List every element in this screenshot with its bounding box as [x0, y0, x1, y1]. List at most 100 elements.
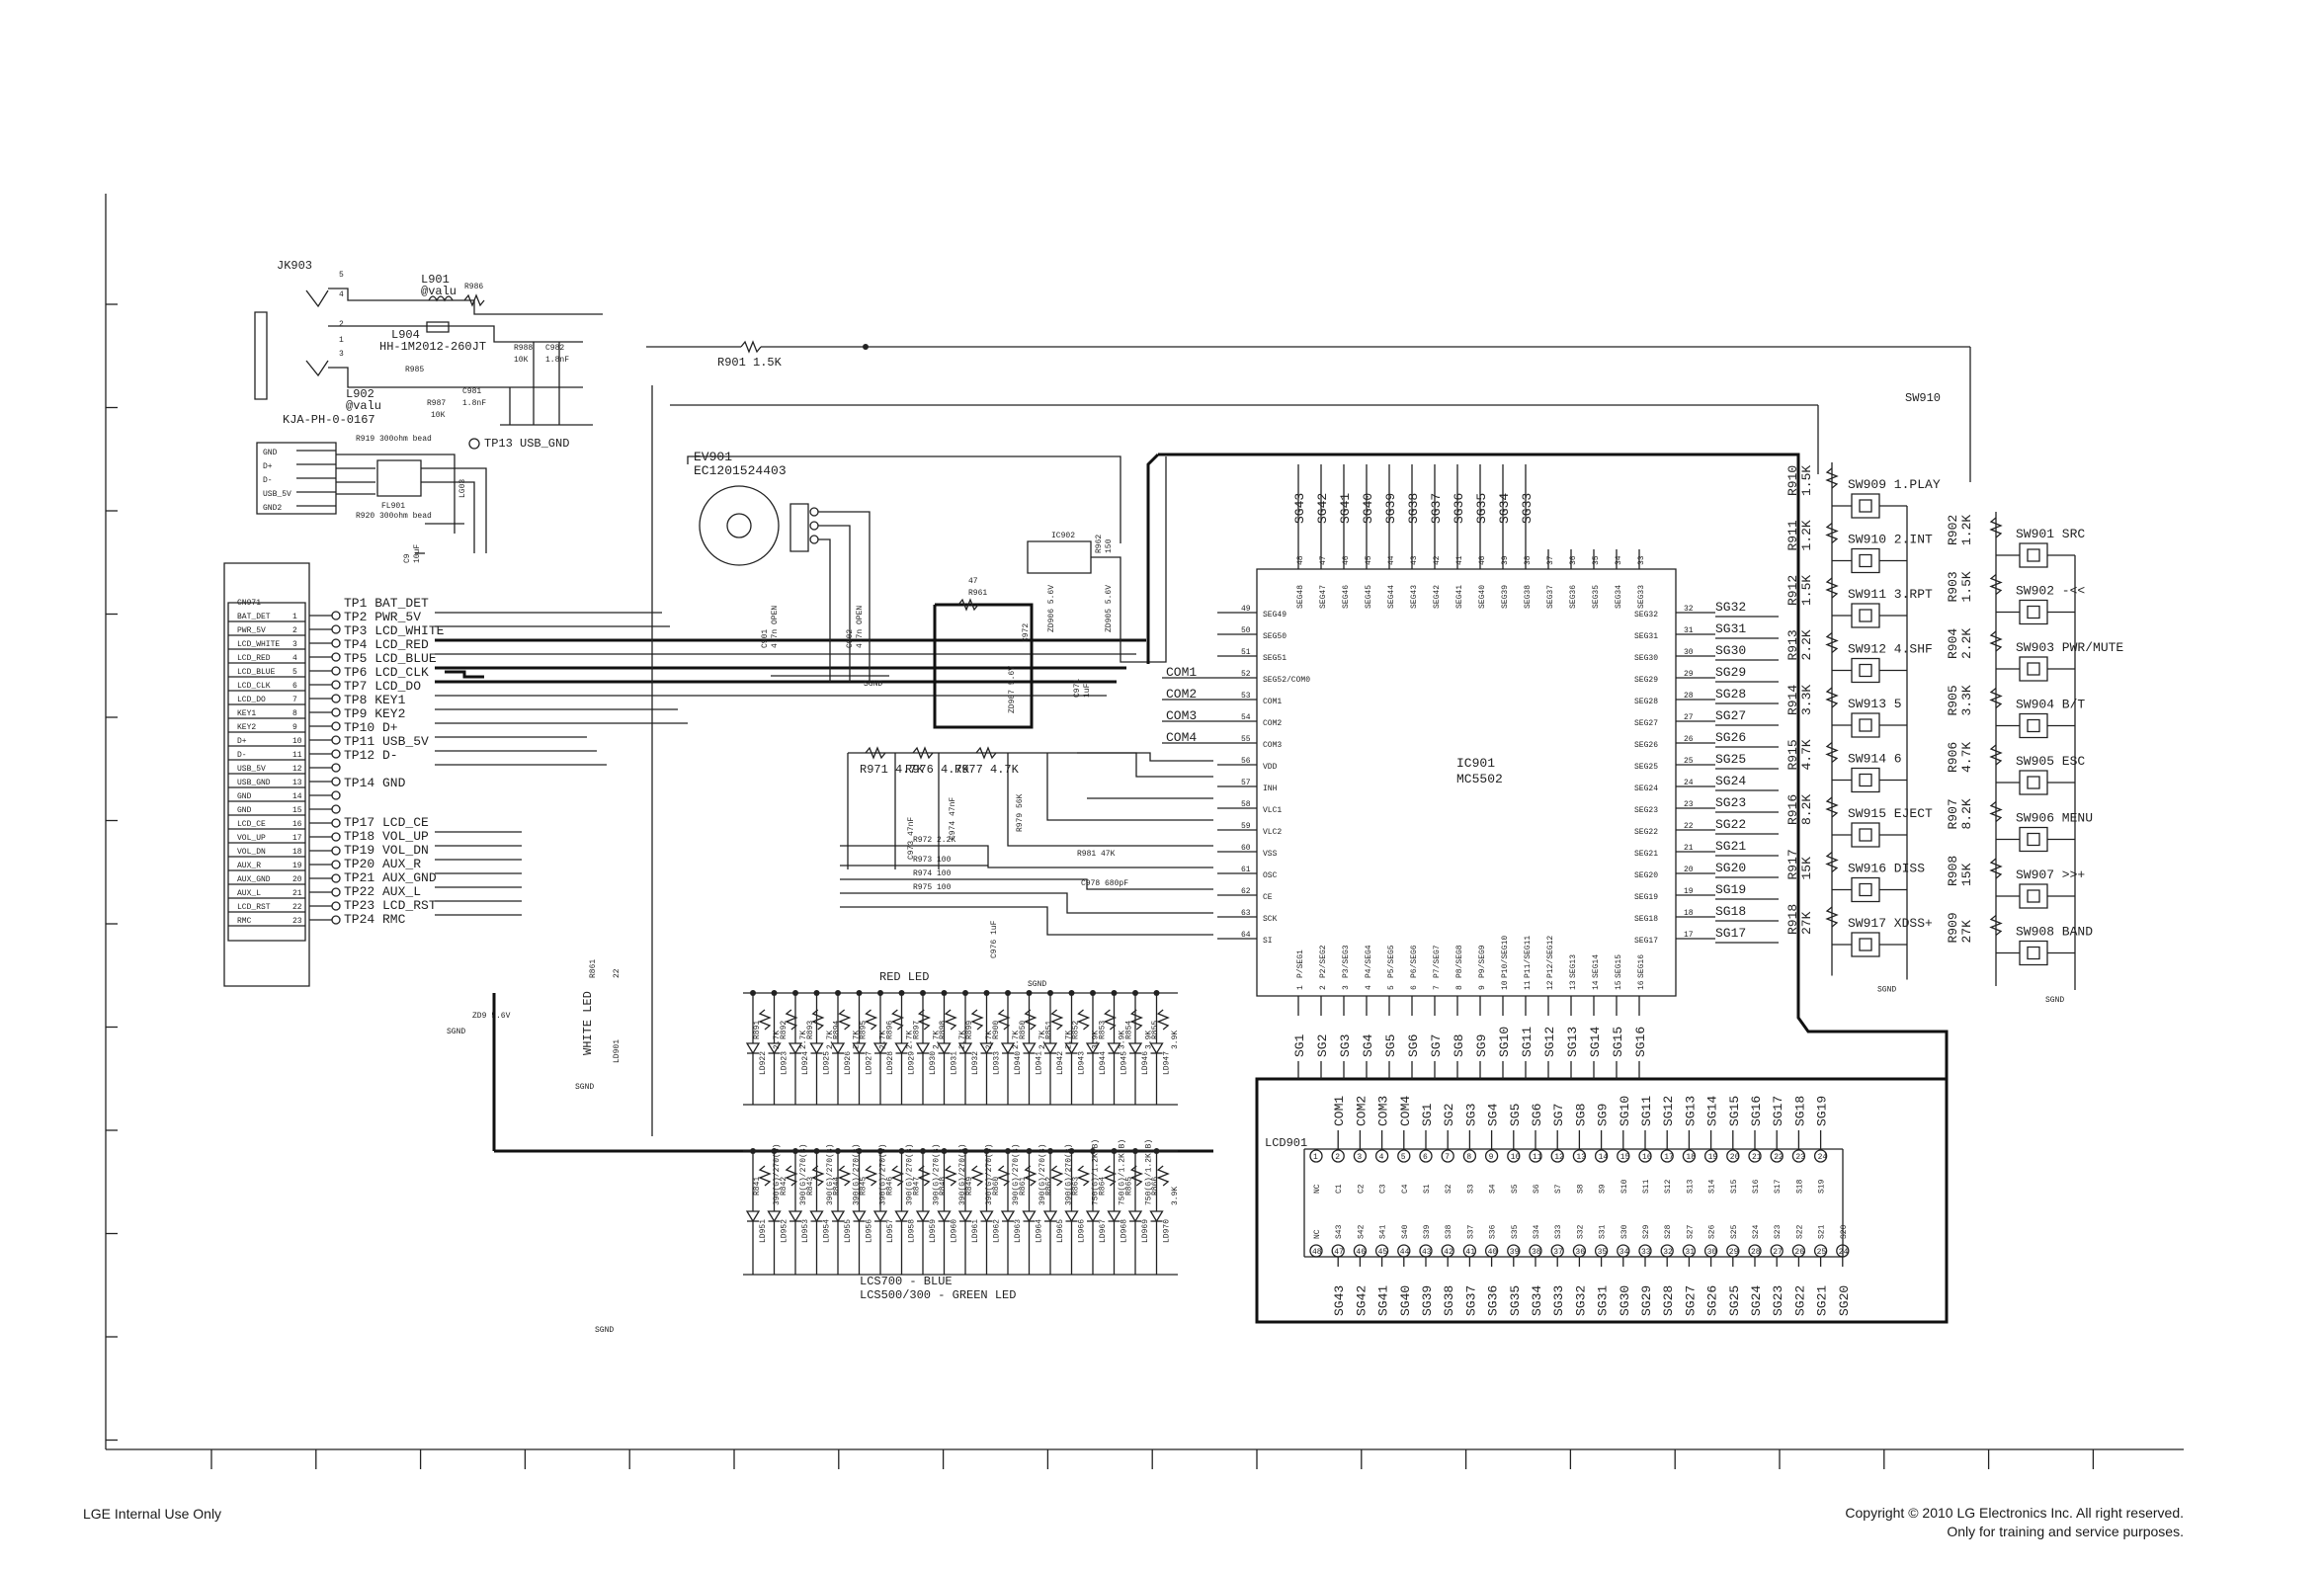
display-board-outline	[1158, 454, 1947, 1322]
led-resistor-value: 2.7K	[1038, 1031, 1047, 1049]
r971-label: R971 4.7K	[860, 763, 925, 777]
lcd901-pin-name: S8	[1576, 1184, 1585, 1194]
r974-label: R974 100	[913, 869, 952, 878]
ic901-pin-number: 29	[1684, 670, 1694, 679]
cn971-row-label: LCD_DO	[237, 696, 266, 704]
lcd901-pin-number: 36	[1575, 1248, 1585, 1257]
lcd901-bottom-net-label: SG24	[1749, 1285, 1764, 1316]
key-resistor-ref: R911	[1785, 520, 1800, 550]
led-ref: LD931	[951, 1051, 959, 1075]
cn971-test-point	[332, 695, 340, 702]
led-resistor-ref: R842	[780, 1177, 788, 1196]
sgnd-5: SGND	[595, 1326, 614, 1335]
led-symbol	[1066, 1043, 1078, 1053]
key-switch-label: SW905 ESC	[2016, 754, 2085, 769]
led-resistor	[813, 1166, 823, 1186]
cn971-test-point	[332, 708, 340, 716]
led-resistor-ref: R844	[833, 1177, 842, 1196]
cn971-tp-label: TP22 AUX_L	[344, 884, 421, 899]
lcd901-top-net-label: SG17	[1771, 1096, 1785, 1126]
cn971-test-point	[332, 833, 340, 841]
c971-label: C971	[1073, 679, 1082, 698]
cn971-row-label: AUX_GND	[237, 875, 271, 884]
cn971-tp-label: TP1 BAT_DET	[344, 596, 429, 611]
led-ref: LD957	[886, 1219, 895, 1243]
lcd901-bottom-net-label: SG21	[1815, 1285, 1830, 1316]
ic901-pin-signal: SEG19	[1634, 893, 1658, 902]
key-resistor-value: 15K	[1799, 857, 1814, 880]
ic901-pin-number: 37	[1546, 555, 1555, 565]
ic901-net-label: SG12	[1542, 1027, 1557, 1057]
r979-label: R979 56K	[1016, 793, 1025, 832]
lcd901-pin	[1618, 1150, 1629, 1162]
ic901-pin-number: 18	[1684, 909, 1694, 918]
ic901-pin-signal: CE	[1263, 893, 1273, 902]
led-ref: LD968	[1120, 1219, 1129, 1243]
led-ref: LD963	[1014, 1219, 1023, 1243]
ic901-net-label: SG42	[1315, 493, 1330, 524]
lcd901-pin	[1771, 1150, 1783, 1162]
lcd901-pin-number: 37	[1553, 1248, 1563, 1257]
led-ref: LD942	[1056, 1051, 1065, 1075]
cn971-test-point	[332, 681, 340, 689]
cn971-row-label: D-	[237, 751, 247, 760]
led-resistor-value: 390(G)/270(B)	[905, 1144, 914, 1205]
c981-label: C981	[462, 387, 481, 396]
jack-part: KJA-PH-0-0167	[283, 413, 375, 427]
key-resistor-value: 15K	[1959, 863, 1974, 886]
ic901-pin-signal: SEG26	[1634, 741, 1658, 750]
ic902-label: IC902	[1051, 532, 1075, 540]
c976-label: C976 1uF	[990, 920, 999, 958]
key-switch-body	[1852, 494, 1879, 518]
ic901-pin-signal: SEG24	[1634, 784, 1658, 793]
led-ref: LD923	[781, 1051, 789, 1075]
led-symbol	[769, 1043, 781, 1053]
ic901-pin-number: 19	[1684, 887, 1694, 896]
lcd901-bottom-net-label: SG43	[1332, 1285, 1347, 1316]
led-resistor-value: 2.7K	[826, 1031, 835, 1049]
key-switch-body	[1852, 878, 1879, 902]
led-symbol	[1002, 1043, 1014, 1053]
ic901-pin-number: 36	[1569, 555, 1578, 565]
fl901-label: FL901	[381, 502, 405, 511]
lcd901-pin	[1705, 1150, 1717, 1162]
ic901-part: MC5502	[1456, 772, 1503, 786]
led-resistor-value: 390(G)/270(B)	[1012, 1144, 1021, 1205]
lcd901-bottom-net-label: SG34	[1530, 1285, 1544, 1316]
ic901-net-label: SG28	[1715, 687, 1746, 702]
usb-row-label: D+	[263, 462, 273, 471]
sgnd-3: SGND	[575, 1083, 594, 1092]
cn971-row-label: LCD_CE	[237, 820, 266, 829]
led-symbol	[769, 1211, 781, 1221]
lcd901-pin-name: S24	[1752, 1224, 1761, 1239]
ic901-pin-number: 61	[1241, 866, 1251, 874]
led-resistor-value: 750(G)/1.2K(B)	[1092, 1139, 1101, 1205]
led-resistor-ref: R850	[1019, 1021, 1028, 1039]
ic901-pin-signal: SEG29	[1634, 676, 1658, 685]
lcd901-bottom-net-label: SG36	[1486, 1285, 1501, 1316]
led-resistor-ref: R898	[939, 1021, 948, 1039]
lcd901-pin-name: S9	[1599, 1184, 1608, 1194]
led-symbol	[811, 1043, 823, 1053]
ic901-net-label: COM2	[1166, 687, 1197, 702]
lcd901-pin-number: 2	[1335, 1153, 1340, 1162]
cn971-pin-number: 21	[292, 889, 302, 898]
cn971-test-point	[332, 888, 340, 896]
lcd901-pin-number: 15	[1620, 1153, 1630, 1162]
led-resistor-value: 750(G)/1.2K(B)	[1144, 1139, 1153, 1205]
ic901-pin-signal: SEG31	[1634, 632, 1658, 641]
led-symbol	[1044, 1211, 1056, 1221]
lcd901-pin	[1310, 1150, 1322, 1162]
led-ref: LD952	[781, 1219, 789, 1243]
ic901: IC901 MC5502 48SEG48SG4347SEG47SG4246SEG…	[1162, 464, 1779, 1079]
ic901-pin-signal: SEG52/COM0	[1263, 676, 1310, 685]
r985-label: R985	[405, 366, 424, 374]
led-symbol	[789, 1043, 801, 1053]
ic901-pin-signal: SEG40	[1478, 585, 1487, 609]
led-resistor-value: 3.9K	[1171, 1187, 1180, 1205]
key-resistor-ref: R913	[1785, 629, 1800, 660]
cn971-test-point	[332, 819, 340, 827]
lcd901-pin-number: 8	[1466, 1153, 1471, 1162]
